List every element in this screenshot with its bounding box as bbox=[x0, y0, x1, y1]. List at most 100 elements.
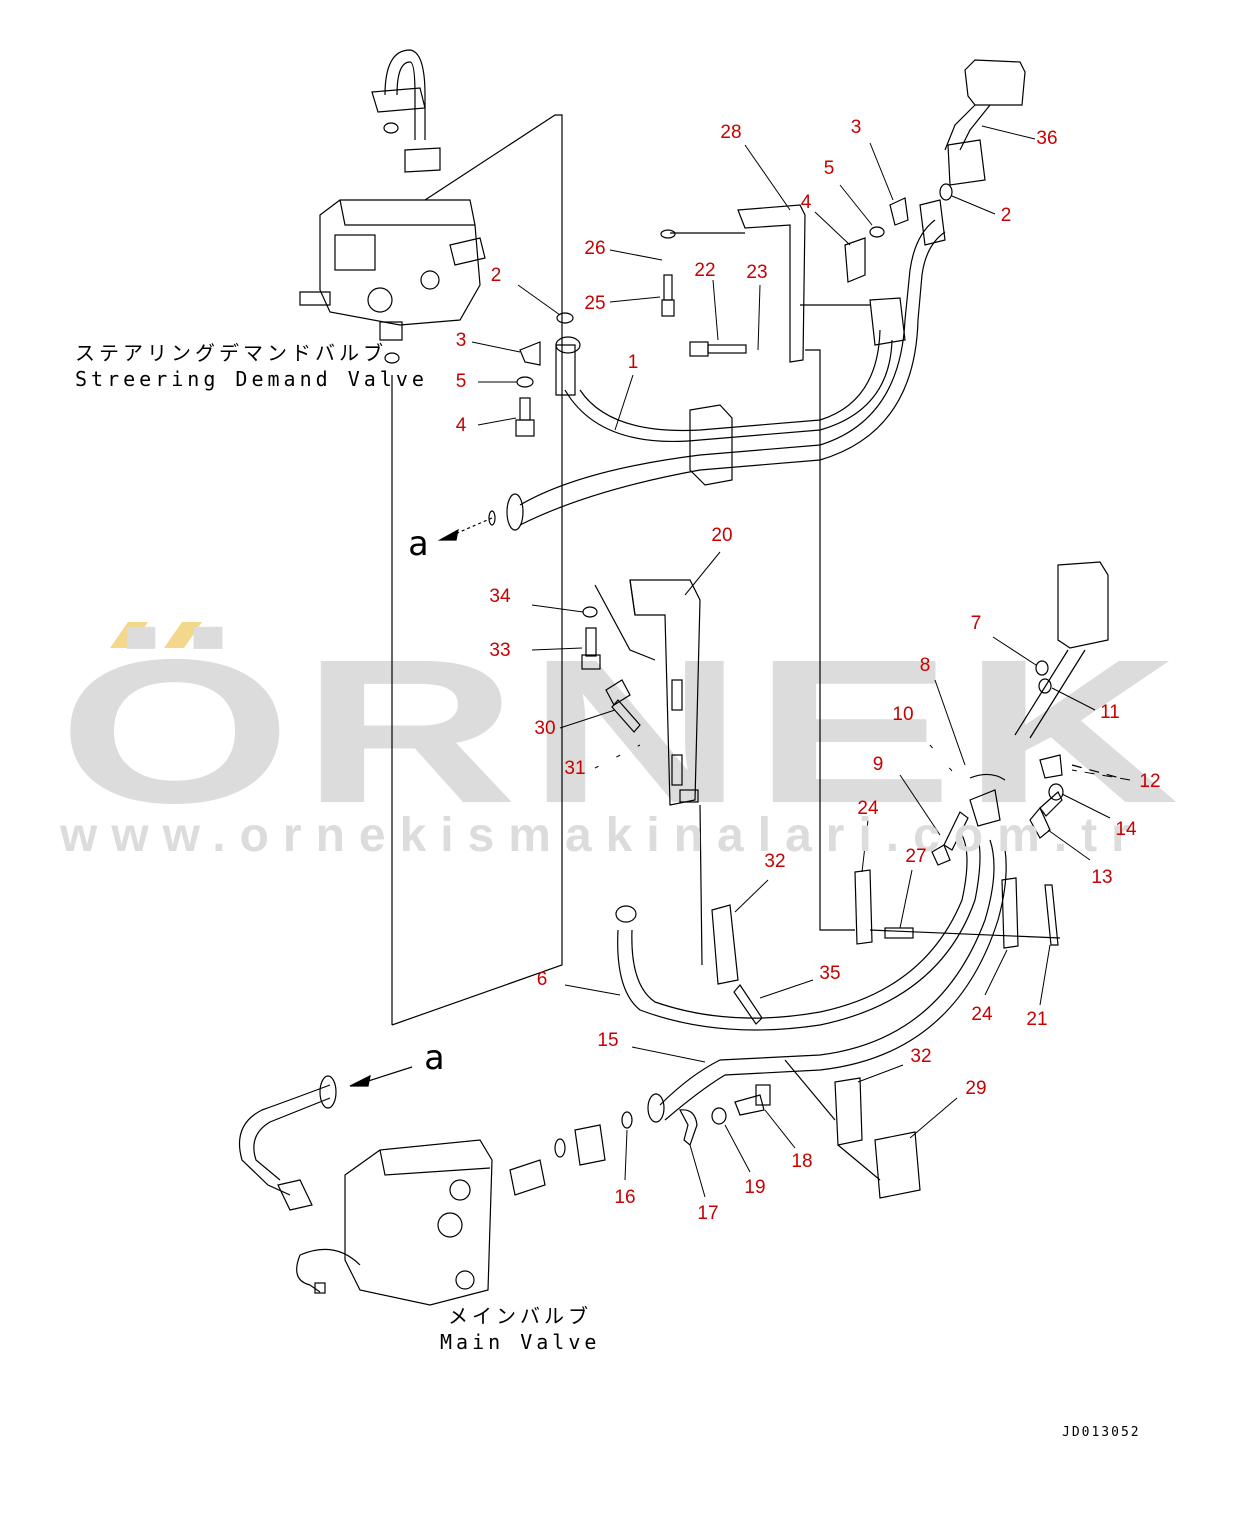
callout-18: 18 bbox=[791, 1151, 813, 1172]
svg-text:ÖRNEK: ÖRNEK bbox=[58, 617, 1188, 846]
callout-21: 21 bbox=[1026, 1009, 1048, 1030]
washer-14 bbox=[1048, 783, 1064, 801]
bracket-20 bbox=[594, 579, 703, 966]
callout-16: 16 bbox=[614, 1187, 636, 1208]
hose-1 bbox=[555, 329, 893, 443]
callout-4-left: 4 bbox=[455, 415, 467, 436]
steering-valve-label-jp: ステアリングデマンドバルブ bbox=[75, 341, 387, 365]
washer-19 bbox=[711, 1107, 727, 1125]
clamp-32-lower bbox=[834, 1077, 863, 1146]
main-valve-label-jp: メインバルブ bbox=[448, 1304, 592, 1328]
callout-13: 13 bbox=[1091, 867, 1113, 888]
main-valve-label: メインバルブ Main Valve bbox=[440, 1303, 600, 1355]
view-a-top: a bbox=[408, 524, 429, 564]
o-ring-2-left bbox=[556, 312, 574, 324]
hose-15 bbox=[647, 834, 1007, 1123]
doc-id: JD013052 bbox=[1062, 1425, 1141, 1440]
callout-7: 7 bbox=[970, 613, 982, 634]
callout-2-right: 2 bbox=[1000, 205, 1012, 226]
watermark-url: www.ornekismakinalari.com.tr bbox=[60, 809, 1144, 862]
clip-3-top bbox=[889, 197, 909, 226]
bolt-4-left bbox=[515, 397, 535, 437]
callout-32-lower: 32 bbox=[910, 1046, 932, 1067]
main-valve-label-en: Main Valve bbox=[440, 1330, 601, 1354]
callout-30: 30 bbox=[534, 718, 556, 739]
view-a-arrow-top bbox=[437, 517, 493, 541]
clip-17 bbox=[679, 1109, 698, 1147]
callout-8: 8 bbox=[919, 655, 931, 676]
bolt-13 bbox=[1029, 791, 1063, 839]
callout-32-mid: 32 bbox=[764, 851, 786, 872]
callout-12: 12 bbox=[1139, 771, 1161, 792]
block-right bbox=[1014, 561, 1121, 779]
bolt-22 bbox=[689, 341, 747, 357]
callout-28: 28 bbox=[720, 122, 742, 143]
bolt-33 bbox=[581, 627, 601, 670]
callout-9: 9 bbox=[872, 754, 884, 775]
steering-demand-valve bbox=[299, 49, 486, 1025]
callout-14: 14 bbox=[1115, 819, 1137, 840]
main-valve bbox=[238, 1075, 606, 1306]
o-ring-16 bbox=[621, 1111, 633, 1129]
callout-27: 27 bbox=[905, 846, 927, 867]
hose-fitting-top bbox=[919, 199, 946, 246]
washer-34 bbox=[582, 606, 598, 618]
plate-21 bbox=[1044, 884, 1059, 946]
callout-29: 29 bbox=[965, 1078, 987, 1099]
hose-to-a bbox=[488, 219, 946, 531]
callout-24-bottom: 24 bbox=[971, 1004, 993, 1025]
callout-34: 34 bbox=[489, 586, 511, 607]
view-a-arrow-bottom bbox=[349, 1066, 413, 1087]
callout-20: 20 bbox=[711, 525, 733, 546]
callout-2-left: 2 bbox=[490, 265, 502, 286]
callout-15: 15 bbox=[597, 1030, 619, 1051]
leader-32-lower bbox=[784, 1059, 836, 1121]
callout-6: 6 bbox=[536, 969, 548, 990]
bracket-28 bbox=[737, 204, 806, 363]
callout-4-top: 4 bbox=[800, 192, 812, 213]
hose-clamp-top bbox=[689, 404, 733, 486]
callout-33: 33 bbox=[489, 640, 511, 661]
washer-5-top bbox=[869, 226, 885, 238]
callout-11: 11 bbox=[1100, 702, 1120, 723]
clip-8 bbox=[969, 773, 1006, 781]
callout-19: 19 bbox=[744, 1177, 766, 1198]
spacer-35 bbox=[733, 984, 763, 1025]
view-a-bottom: a bbox=[424, 1038, 445, 1078]
clamp-32-mid bbox=[711, 904, 739, 985]
hose-clamp-right bbox=[869, 297, 906, 346]
clamp-line bbox=[869, 929, 1061, 939]
steering-leader-frame bbox=[391, 114, 563, 1026]
bolt-9 bbox=[931, 811, 969, 866]
callout-5-top: 5 bbox=[823, 158, 835, 179]
clamp-24-right bbox=[1001, 877, 1019, 949]
bolt-25 bbox=[661, 274, 675, 317]
callout-35: 35 bbox=[819, 963, 841, 984]
spacer-27 bbox=[884, 927, 914, 939]
bolt-30 bbox=[605, 679, 641, 733]
plate-29 bbox=[874, 1131, 921, 1199]
block-36 bbox=[939, 59, 1026, 201]
steering-valve-label-en: Streering Demand Valve bbox=[75, 367, 428, 391]
callout-36: 36 bbox=[1036, 128, 1058, 149]
bolt-4-top bbox=[844, 237, 866, 283]
callout-3-left: 3 bbox=[455, 330, 467, 351]
clip-3-left bbox=[519, 341, 541, 366]
hose-6 bbox=[615, 829, 981, 1031]
washer-5-left bbox=[516, 376, 534, 388]
callout-25: 25 bbox=[584, 293, 606, 314]
watermark-logo: ÖRNEK bbox=[58, 617, 1188, 846]
washer-26 bbox=[660, 229, 676, 239]
callout-3-top: 3 bbox=[850, 117, 862, 138]
steering-valve-label: ステアリングデマンドバルブ Streering Demand Valve bbox=[75, 340, 428, 392]
callout-23: 23 bbox=[746, 262, 768, 283]
clamp-24-left bbox=[854, 869, 873, 945]
callout-1: 1 bbox=[627, 352, 639, 373]
leader-27 bbox=[805, 349, 855, 931]
leader-lines bbox=[471, 125, 1131, 1198]
callout-24-top: 24 bbox=[857, 798, 879, 819]
callout-10: 10 bbox=[892, 704, 914, 725]
callout-22: 22 bbox=[694, 260, 716, 281]
bolt-18 bbox=[734, 1084, 771, 1116]
